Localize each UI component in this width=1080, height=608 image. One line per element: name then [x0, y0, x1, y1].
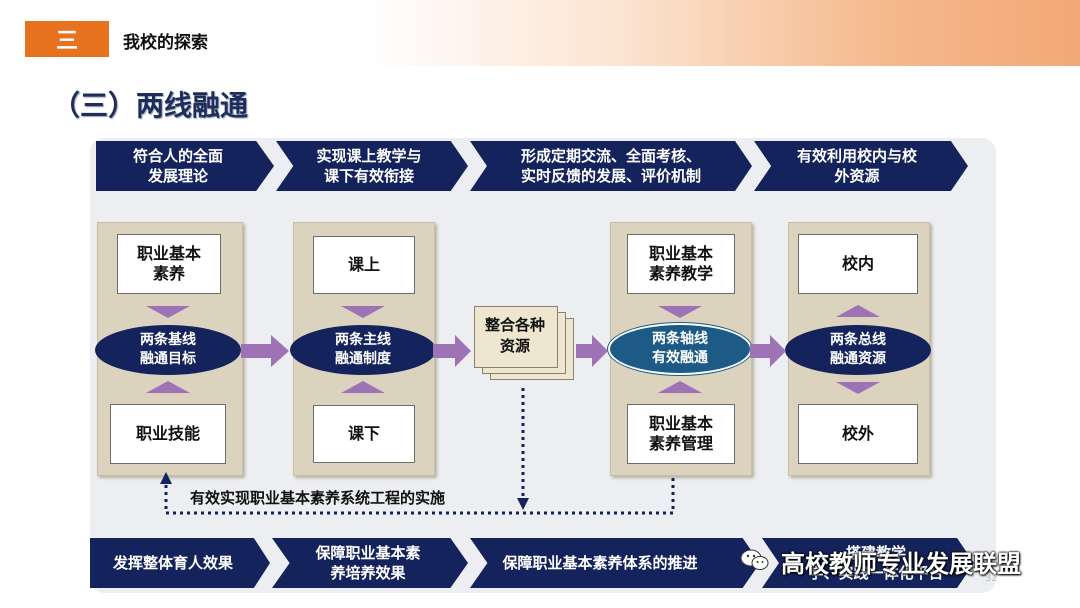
- section-number-badge: 三: [25, 21, 109, 57]
- top-chevron-4: 有效利用校内与校外资源: [754, 141, 968, 191]
- chevron-line: 符合人的全面: [132, 147, 223, 165]
- box-line: 职业技能: [135, 424, 200, 443]
- ellipse-line: 两条基线: [140, 332, 196, 348]
- node-line: 资源: [499, 337, 530, 355]
- box-line: 职业基本: [136, 244, 201, 263]
- column-1-top-box: 职业基本素养: [117, 234, 221, 294]
- section-title: 我校的探索: [123, 33, 208, 53]
- chevron-line: 搭建教学: [845, 544, 906, 562]
- flow-arrow-2: [433, 335, 471, 367]
- top-chevron-3: 形成定期交流、全面考核、实时反馈的发展、评价机制: [470, 141, 752, 191]
- chevron-line: 发挥整体育人效果: [112, 554, 233, 572]
- feedback-text: 有效实现职业基本素养系统工程的实施: [190, 489, 446, 507]
- node-line: 整合各种: [484, 316, 545, 334]
- bottom-chevron-1: 发挥整体育人效果: [90, 538, 270, 588]
- box-line: 课上: [347, 255, 380, 274]
- box-line: 素养: [152, 264, 185, 283]
- box-line: 校内: [841, 254, 874, 273]
- up-triangle: [836, 305, 880, 317]
- column-2-bottom-box: 课下: [313, 405, 415, 463]
- chevron-line: 实时反馈的发展、评价机制: [520, 167, 701, 185]
- box-line: 职业基本: [648, 244, 713, 263]
- chevron-line: 形成定期交流、全面考核、: [520, 147, 701, 165]
- stack-layer-front: [474, 306, 558, 368]
- box-line: 素养管理: [648, 434, 713, 453]
- feedback-loop: [160, 388, 675, 515]
- bottom-chevron-3: 保障职业基本素养体系的推进: [470, 538, 760, 588]
- chevron-line: 保障职业基本素养体系的推进: [502, 554, 698, 572]
- down-triangle: [658, 306, 702, 318]
- chevron-line: 养培养效果: [330, 564, 406, 582]
- box-line: 职业基本: [648, 414, 713, 433]
- up-triangle: [146, 381, 190, 393]
- column-4-bottom-box: 校外: [798, 404, 918, 464]
- flow-arrow-3: [576, 335, 608, 367]
- down-triangle: [341, 306, 385, 318]
- ellipse-line: 融通制度: [335, 351, 391, 367]
- box-line: 素养教学: [648, 264, 713, 283]
- slide-title: （三）两线融通: [52, 89, 249, 122]
- page-number: 32: [985, 573, 998, 584]
- ellipse-line: 两条轴线: [652, 331, 708, 347]
- top-chevron-2: 实现课上教学与课下有效衔接: [276, 141, 468, 191]
- column-4-top-box: 校内: [798, 234, 918, 294]
- down-triangle: [836, 382, 880, 394]
- header-band: [0, 0, 1080, 66]
- watermark-text: 高校教师专业发展联盟: [781, 550, 1021, 578]
- chevron-line: 保障职业基本素: [315, 544, 421, 562]
- column-3-bottom-box: 职业基本素养管理: [627, 404, 735, 464]
- column-3-ellipse: 两条轴线有效融通: [608, 323, 752, 375]
- column-3-top-box: 职业基本素养教学: [627, 234, 735, 294]
- chevron-line: 外资源: [834, 167, 880, 185]
- column-2-ellipse: 两条主线融通制度: [290, 325, 436, 375]
- chevron-line: 实现课上教学与: [316, 147, 422, 165]
- chevron-line: 学、实践一体化平台: [808, 564, 944, 582]
- bottom-chevron-2: 保障职业基本素养培养效果: [272, 538, 468, 588]
- ellipse-line: 有效融通: [652, 350, 708, 366]
- column-1-ellipse: 两条基线融通目标: [95, 325, 241, 375]
- ellipse-line: 两条主线: [335, 332, 391, 348]
- up-triangle: [658, 381, 702, 393]
- chevron-line: 课下有效衔接: [323, 167, 414, 185]
- ellipse-line: 两条总线: [830, 332, 886, 348]
- top-chevron-1: 符合人的全面发展理论: [96, 141, 274, 191]
- chevron-line: 发展理论: [147, 167, 208, 185]
- up-triangle: [341, 381, 385, 393]
- flow-arrow-4: [750, 335, 786, 367]
- chevron-line: 有效利用校内与校: [796, 147, 917, 165]
- wechat-icon: [740, 549, 769, 570]
- column-2-top-box: 课上: [313, 236, 415, 294]
- ellipse-line: 融通资源: [830, 351, 886, 367]
- flow-arrow-1: [241, 335, 289, 367]
- column-4-ellipse: 两条总线融通资源: [785, 325, 931, 375]
- ellipse-line: 融通目标: [140, 351, 196, 367]
- middle-node-label: 整合各种资源: [472, 315, 558, 357]
- bottom-chevron-4: 搭建教学学、实践一体化平台: [762, 538, 974, 588]
- column-1-bottom-box: 职业技能: [110, 404, 226, 464]
- box-line: 校外: [841, 424, 874, 443]
- down-triangle: [146, 306, 190, 318]
- box-line: 课下: [347, 424, 380, 443]
